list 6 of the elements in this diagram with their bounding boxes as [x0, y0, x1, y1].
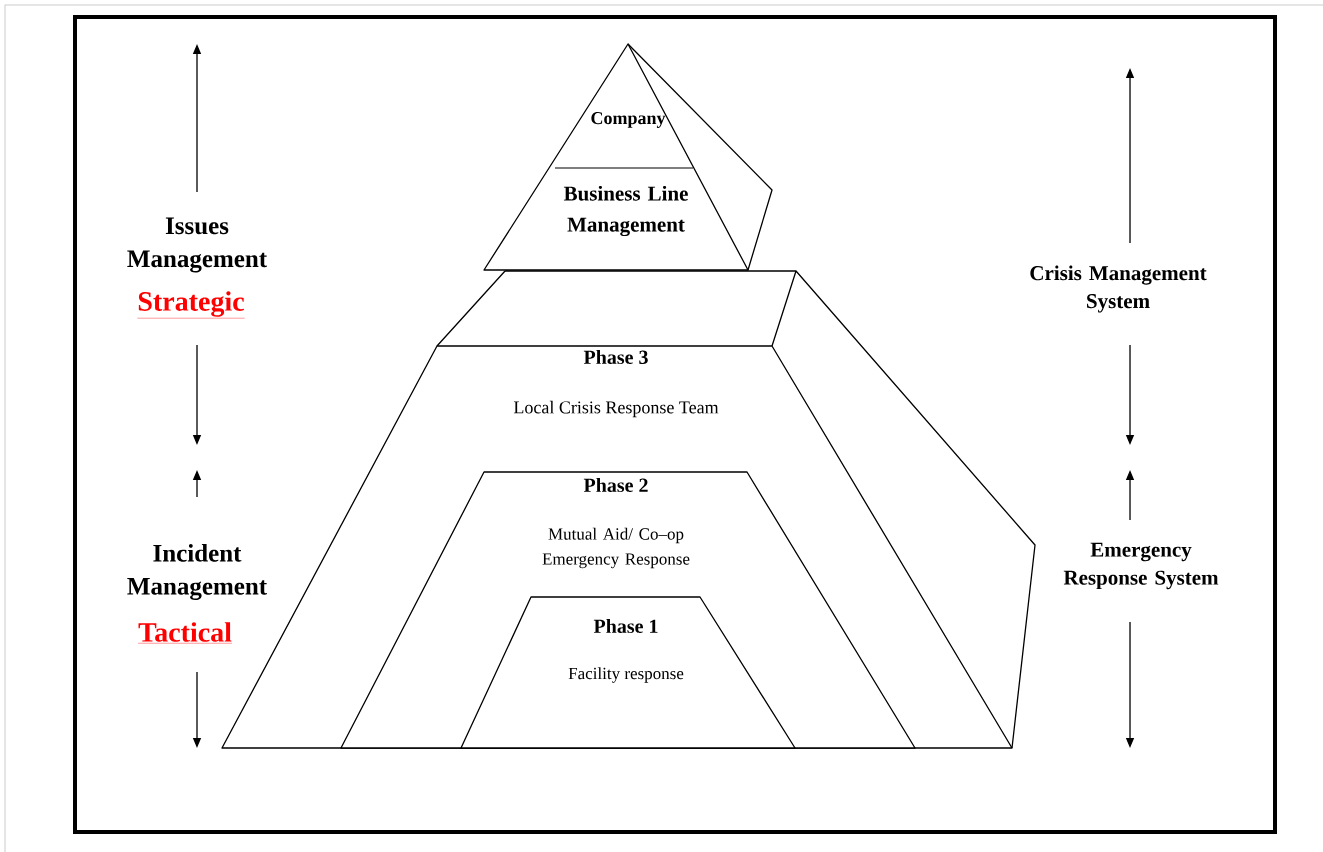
pyramid-tier: Phase 1 Facility response [460, 596, 796, 749]
side-label: Issues Management [127, 217, 267, 273]
side-label: Crisis Management System [1030, 265, 1207, 313]
side-label: Strategic [137, 291, 245, 319]
pyramid-tier: Company Business Line Management [483, 43, 749, 271]
side-label: Emergency Response System [1063, 542, 1219, 590]
